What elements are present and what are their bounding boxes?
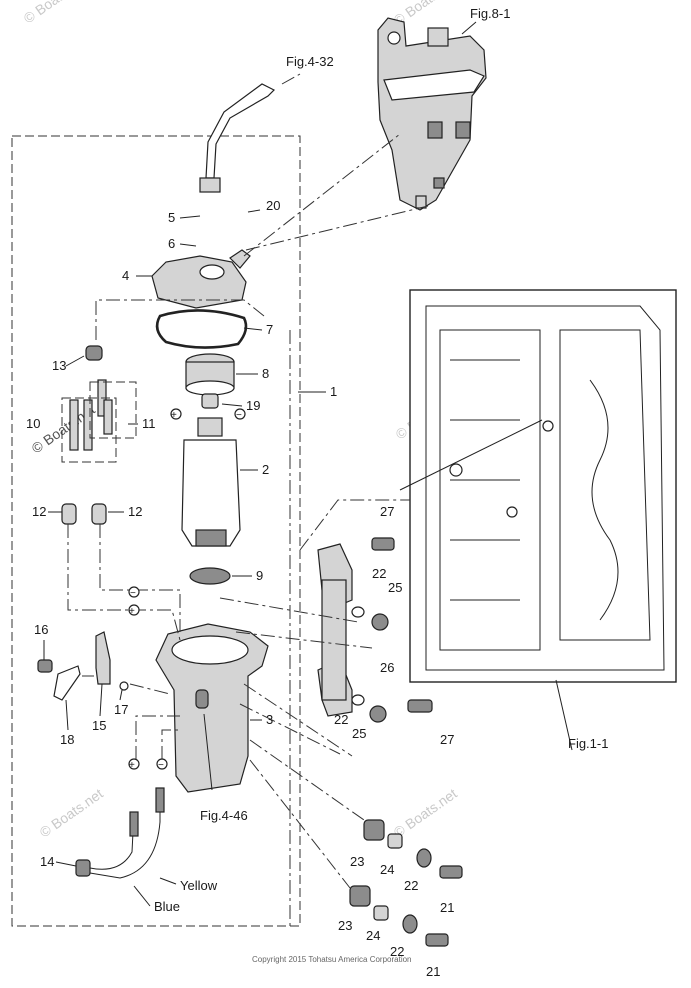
- copyright-notice: Copyright 2015 Tohatsu America Corporati…: [252, 955, 412, 964]
- part-label-23-upper: 23: [350, 854, 364, 869]
- wire-label-yellow: Yellow: [180, 878, 218, 893]
- ground-terminals: [61, 345, 137, 463]
- part-label-5: 5: [168, 210, 175, 225]
- part-label-18: 18: [60, 732, 74, 747]
- leader-lines: [67, 133, 573, 930]
- fuel-hose: [199, 83, 276, 193]
- fuel-pump: [181, 417, 241, 547]
- screw-left: [61, 503, 77, 525]
- part-label-21-upper: 21: [440, 900, 454, 915]
- plus-mark-mid: +: [129, 606, 135, 617]
- part-label-27-lower: 27: [440, 732, 454, 747]
- part-label-2: 2: [262, 462, 269, 477]
- part-label-20: 20: [266, 198, 280, 213]
- watermark-top-left: © Boats.net: [21, 0, 90, 26]
- label-leaders: [43, 21, 477, 907]
- part-label-25-upper: 25: [388, 580, 402, 595]
- gasket-seal: [155, 309, 248, 349]
- pump-cover: [151, 249, 251, 309]
- part-label-25-lower: 25: [352, 726, 366, 741]
- part-label-22-b: 22: [334, 712, 348, 727]
- retaining-nut: [185, 353, 235, 396]
- minus-mark-top: −: [236, 410, 242, 421]
- part-label-12-left: 12: [32, 504, 46, 519]
- part-label-14: 14: [40, 854, 54, 869]
- part-label-22-c: 22: [404, 878, 418, 893]
- part-label-13: 13: [52, 358, 66, 373]
- part-label-8: 8: [262, 366, 269, 381]
- part-label-10: 10: [26, 416, 40, 431]
- engine-block: [409, 289, 677, 683]
- part-label-15: 15: [92, 718, 106, 733]
- fig-ref-8-1: Fig.8-1: [470, 6, 510, 21]
- part-label-9: 9: [256, 568, 263, 583]
- part-label-16: 16: [34, 622, 48, 637]
- part-label-24-upper: 24: [380, 862, 394, 877]
- plus-mark-low: +: [129, 760, 135, 771]
- part-label-17: 17: [114, 702, 128, 717]
- part-label-7: 7: [266, 322, 273, 337]
- watermark-bottom-right: © Boats.net: [391, 785, 460, 840]
- polarity-markers: + − − + + −: [128, 408, 246, 771]
- part-label-22-a: 22: [372, 566, 386, 581]
- assembly-boundary: [11, 135, 301, 927]
- screw-right: [91, 503, 107, 525]
- part-label-21-lower: 21: [426, 964, 440, 979]
- bracket-assembly: [37, 631, 129, 701]
- part-label-19: 19: [246, 398, 260, 413]
- fitting: [201, 393, 219, 409]
- part-label-1: 1: [330, 384, 337, 399]
- lower-hardware: [349, 819, 463, 947]
- part-label-23-lower: 23: [338, 918, 352, 933]
- wire-label-blue: Blue: [154, 899, 180, 914]
- part-label-11: 11: [142, 416, 156, 431]
- fig-ref-4-32: Fig.4-32: [286, 54, 334, 69]
- part-label-24-lower: 24: [366, 928, 380, 943]
- hose-leader: [281, 73, 301, 85]
- part-label-6: 6: [168, 236, 175, 251]
- part-label-26: 26: [380, 660, 394, 675]
- seal-ring: [189, 567, 231, 585]
- minus-mark-low: −: [158, 760, 164, 771]
- part-label-3: 3: [266, 712, 273, 727]
- pump-housing: [155, 623, 269, 793]
- wire-harness: [75, 787, 165, 879]
- watermark-bottom-left: © Boats.net: [37, 785, 106, 840]
- fuel-reservoir: [377, 17, 487, 211]
- part-label-27-upper: 27: [380, 504, 394, 519]
- plus-mark-top: +: [171, 410, 177, 421]
- part-label-22-d: 22: [390, 944, 404, 959]
- part-label-12-right: 12: [128, 504, 142, 519]
- mounting-brackets: [317, 537, 433, 723]
- fig-ref-1-1: Fig.1-1: [568, 736, 608, 751]
- part-number-labels: 1 2 3 4 5 6 7 8 9 10 11 12 12 13 14 15 1…: [26, 198, 454, 979]
- fig-ref-4-46: Fig.4-46: [200, 808, 248, 823]
- part-label-4: 4: [122, 268, 129, 283]
- minus-mark-mid: −: [130, 588, 136, 599]
